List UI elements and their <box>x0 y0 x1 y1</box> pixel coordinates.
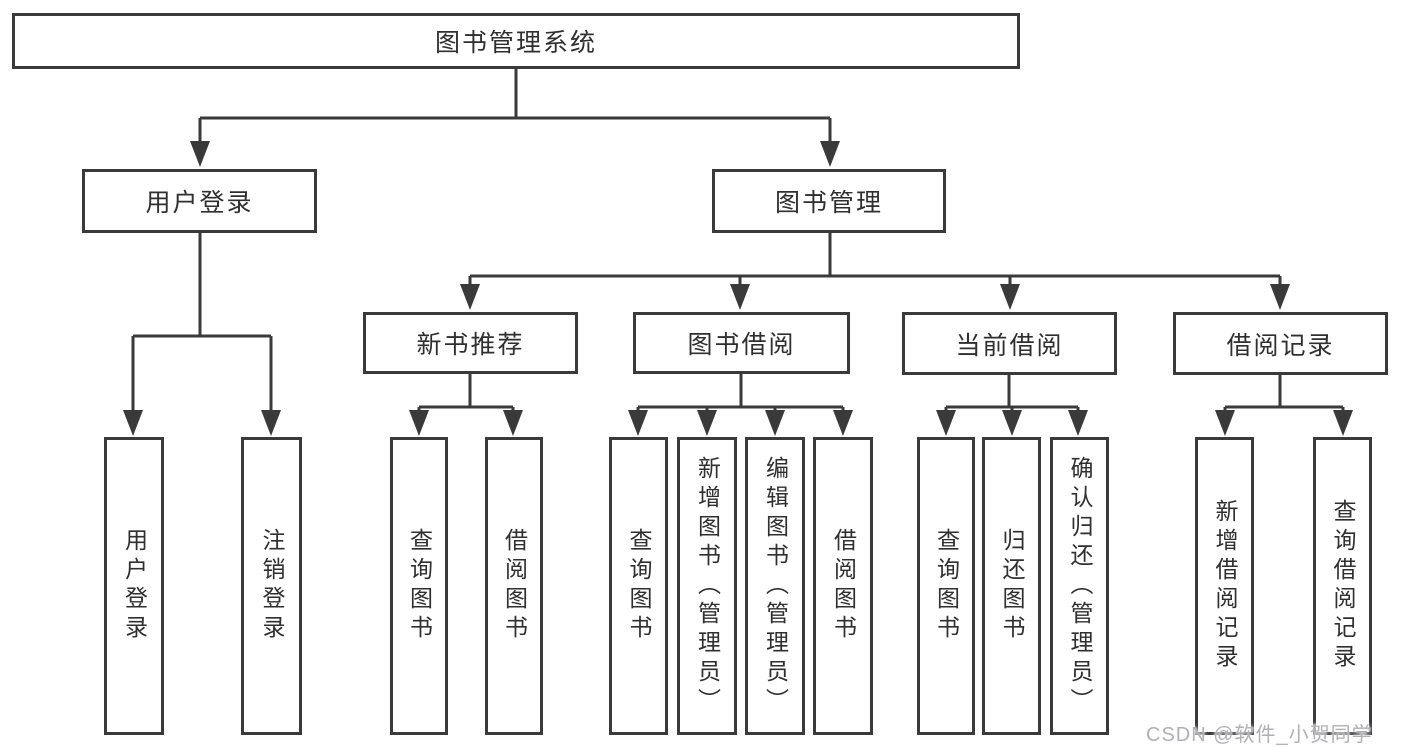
node-book-borrowing: 图书借阅 <box>633 312 850 374</box>
arrowheads <box>123 141 1353 436</box>
leaf-label: 查询图书 <box>626 528 652 644</box>
leaf-label: 借阅图书 <box>501 528 528 644</box>
node-borrowing-records: 借阅记录 <box>1173 312 1388 375</box>
leaf-borrow-books: 借阅图书 <box>485 437 543 735</box>
leaf-query-borrow-record: 查询借阅记录 <box>1313 437 1372 735</box>
leaf-return-books: 归还图书 <box>982 437 1041 735</box>
leaf-label: 编辑图书（管理员） <box>762 455 789 717</box>
leaf-label: 查询借阅记录 <box>1330 499 1356 673</box>
leaf-query-books: 查询图书 <box>609 437 668 735</box>
node-library-management-system: 图书管理系统 <box>12 13 1020 69</box>
node-user-login: 用户登录 <box>82 169 317 233</box>
leaf-add-books-admin: 新增图书（管理员） <box>677 437 737 735</box>
leaf-label: 新增图书（管理员） <box>694 455 721 717</box>
leaf-user-login: 用户登录 <box>104 437 164 735</box>
leaf-label: 查询图书 <box>406 528 433 644</box>
leaf-logout: 注销登录 <box>241 437 302 735</box>
leaf-label: 归还图书 <box>999 528 1025 644</box>
leaf-query-books: 查询图书 <box>917 437 975 735</box>
leaf-edit-books-admin: 编辑图书（管理员） <box>745 437 805 735</box>
leaf-query-books: 查询图书 <box>390 437 448 735</box>
leaf-borrow-books: 借阅图书 <box>813 437 873 735</box>
leaf-label: 新增借阅记录 <box>1212 499 1238 673</box>
csdn-watermark: CSDN @软件_小贺同学 <box>1146 724 1373 746</box>
node-book-management: 图书管理 <box>712 169 946 233</box>
leaf-label: 注销登录 <box>259 528 285 644</box>
leaf-label: 借阅图书 <box>830 528 857 644</box>
leaf-add-borrow-record: 新增借阅记录 <box>1195 437 1254 735</box>
leaf-label: 查询图书 <box>933 528 960 644</box>
node-new-book-recommendation: 新书推荐 <box>363 312 578 374</box>
leaf-label: 用户登录 <box>121 528 148 644</box>
leaf-label: 确认归还（管理员） <box>1067 455 1093 717</box>
leaf-confirm-return-admin: 确认归还（管理员） <box>1050 437 1109 735</box>
node-current-borrowing: 当前借阅 <box>902 312 1117 375</box>
